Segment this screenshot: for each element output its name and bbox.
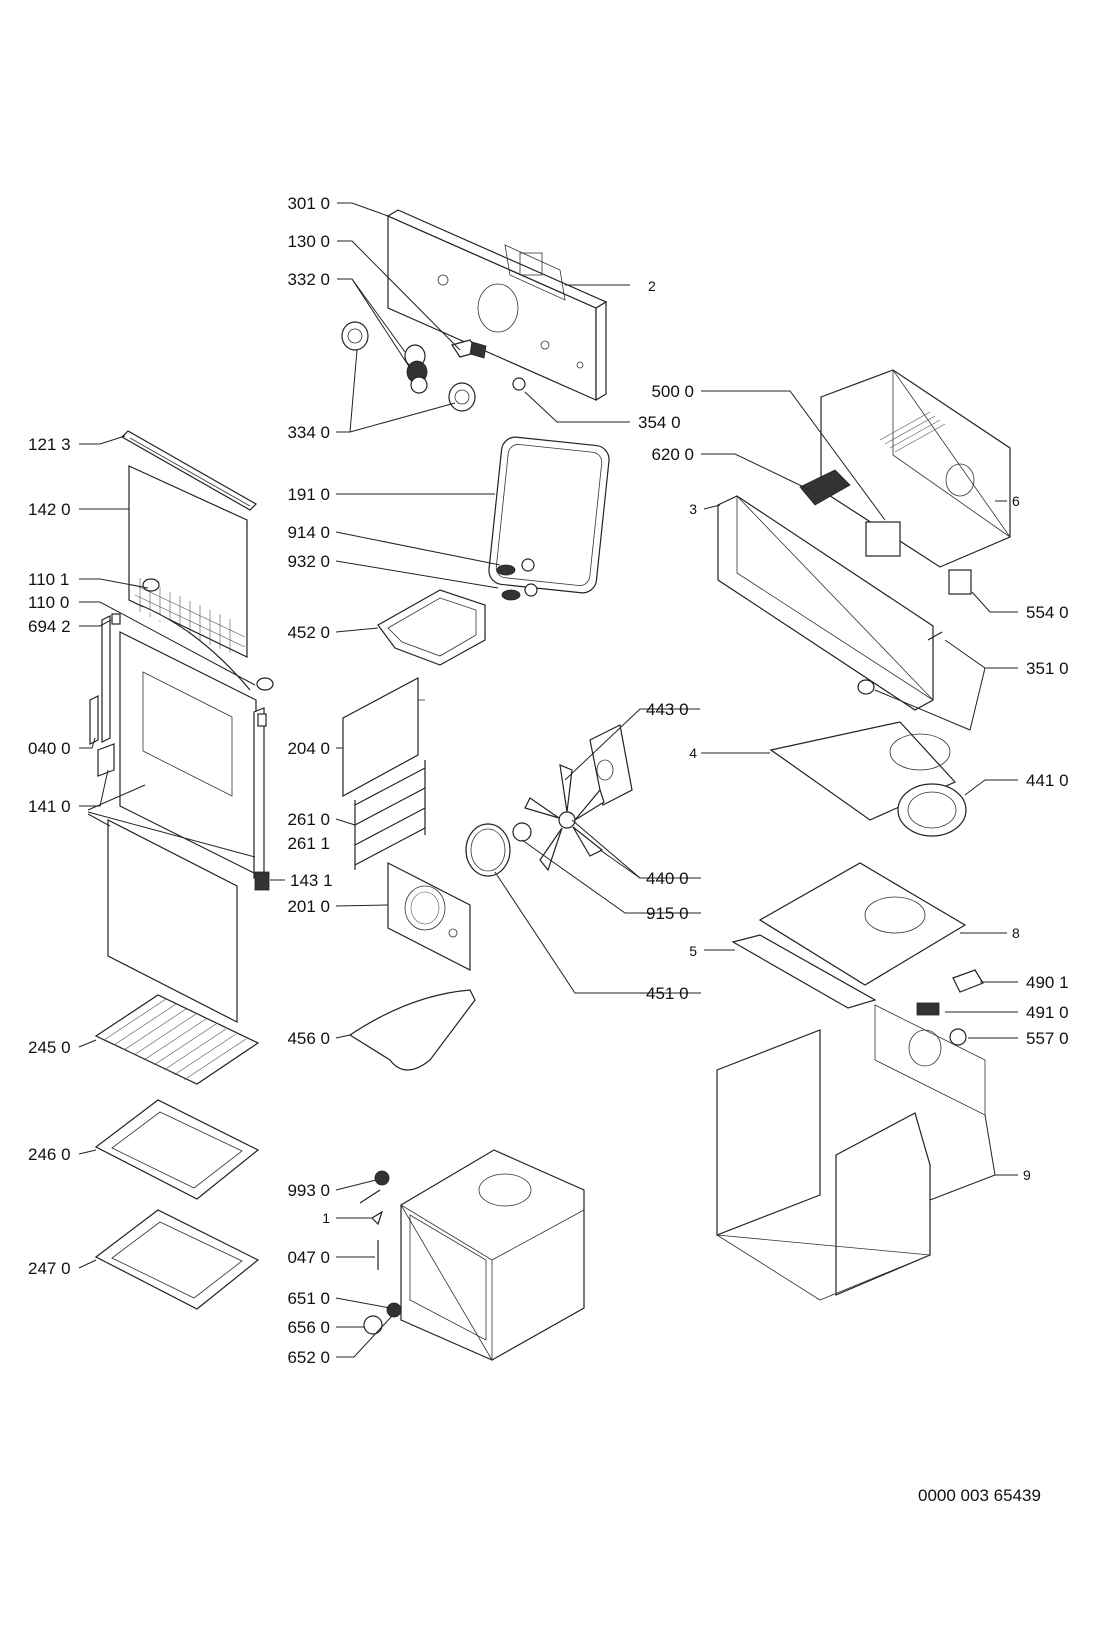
label-204-0: 204 0 [287, 739, 330, 758]
label-915-0: 915 0 [646, 904, 689, 923]
label-354-0: 354 0 [638, 413, 681, 432]
label-110-1: 110 1 [28, 570, 69, 589]
label-201-0: 201 0 [287, 897, 330, 916]
label-440-0: 440 0 [646, 869, 689, 888]
label-245-0: 245 0 [28, 1038, 71, 1057]
part-inner-door-frame [119, 631, 267, 879]
part-thermostat [948, 569, 972, 595]
document-code: 0000 003 65439 [918, 1486, 1041, 1505]
part-oven-cavity [400, 1149, 585, 1362]
part-fan-cover [387, 862, 471, 971]
label-4: 4 [689, 745, 697, 761]
label-656-0: 656 0 [287, 1318, 330, 1337]
label-301-0: 301 0 [287, 194, 330, 213]
label-490-1: 490 1 [1026, 973, 1069, 992]
part-rear-housing [820, 368, 1011, 568]
label-456-0: 456 0 [287, 1029, 330, 1048]
label-451-0: 451 0 [646, 984, 689, 1003]
label-993-0: 993 0 [287, 1181, 330, 1200]
part-door-top-profile [121, 430, 257, 511]
label-620-0: 620 0 [651, 445, 694, 464]
part-sensors [857, 631, 943, 695]
part-outer-casing [716, 1004, 986, 1301]
part-wire-shelf [94, 994, 260, 1085]
label-130-0: 130 0 [287, 232, 330, 251]
label-554-0: 554 0 [1026, 603, 1069, 622]
part-side-grid [342, 677, 425, 798]
label-6: 6 [1012, 493, 1020, 509]
part-small-knobs [404, 344, 428, 394]
part-number-labels: 301 0 130 0 332 0 2 334 0 354 0 121 3 14… [28, 194, 1069, 1367]
part-large-knobs [341, 321, 476, 412]
part-door-clip [254, 871, 270, 891]
label-351-0: 351 0 [1026, 659, 1069, 678]
part-control-panel [386, 209, 608, 402]
label-142-0: 142 0 [28, 500, 71, 519]
part-cooling-motor [865, 521, 901, 557]
label-8: 8 [1012, 925, 1020, 941]
part-inner-door-glass [107, 819, 238, 1023]
part-top-frame [717, 495, 934, 711]
part-indicator-lamp [512, 377, 526, 391]
part-shelf-supports [354, 760, 426, 870]
label-932-0: 932 0 [287, 552, 330, 571]
part-hinge-clips [139, 578, 274, 691]
part-top-plate [758, 862, 967, 986]
label-500-0: 500 0 [651, 382, 694, 401]
label-441-0: 441 0 [1026, 771, 1069, 790]
label-121-3: 121 3 [28, 435, 71, 454]
label-110-0: 110 0 [28, 593, 69, 612]
part-grill-element [377, 558, 538, 666]
part-outer-door-glass [128, 465, 248, 658]
part-ring-element [465, 823, 511, 877]
part-deep-tray [94, 1209, 260, 1310]
part-terminal-block [799, 469, 851, 506]
label-914-0: 914 0 [287, 523, 330, 542]
label-9: 9 [1023, 1167, 1031, 1183]
label-040-0: 040 0 [28, 739, 71, 758]
label-491-0: 491 0 [1026, 1003, 1069, 1022]
part-fan-blade [524, 764, 605, 872]
label-443-0: 443 0 [646, 700, 689, 719]
part-lower-heating-element [348, 989, 476, 1071]
part-fan-nut [512, 822, 532, 842]
part-small-hardware [359, 1170, 402, 1335]
label-047-0: 047 0 [287, 1248, 330, 1267]
leader-lines [78, 202, 1018, 1358]
part-door-side-rails [89, 613, 121, 777]
label-694-2: 694 2 [28, 617, 71, 636]
label-2: 2 [648, 278, 656, 294]
label-247-0: 247 0 [28, 1259, 71, 1278]
label-452-0: 452 0 [287, 623, 330, 642]
part-switch-components [916, 969, 984, 1046]
label-1: 1 [322, 1210, 330, 1226]
label-652-0: 652 0 [287, 1348, 330, 1367]
label-557-0: 557 0 [1026, 1029, 1069, 1048]
label-246-0: 246 0 [28, 1145, 71, 1164]
part-baking-tray [94, 1099, 260, 1200]
part-door-seal [488, 436, 610, 594]
label-3: 3 [689, 501, 697, 517]
label-191-0: 191 0 [287, 485, 330, 504]
part-switch [451, 339, 487, 359]
label-332-0: 332 0 [287, 270, 330, 289]
label-5: 5 [689, 943, 697, 959]
label-141-0: 141 0 [28, 797, 71, 816]
label-261-1: 261 1 [287, 834, 330, 853]
part-front-strip [731, 934, 877, 1009]
part-fan-motor [589, 724, 633, 806]
label-334-0: 334 0 [287, 423, 330, 442]
label-261-0: 261 0 [287, 810, 330, 829]
part-tangential-fan [897, 783, 967, 837]
label-143-1: 143 1 [290, 871, 333, 890]
label-651-0: 651 0 [287, 1289, 330, 1308]
